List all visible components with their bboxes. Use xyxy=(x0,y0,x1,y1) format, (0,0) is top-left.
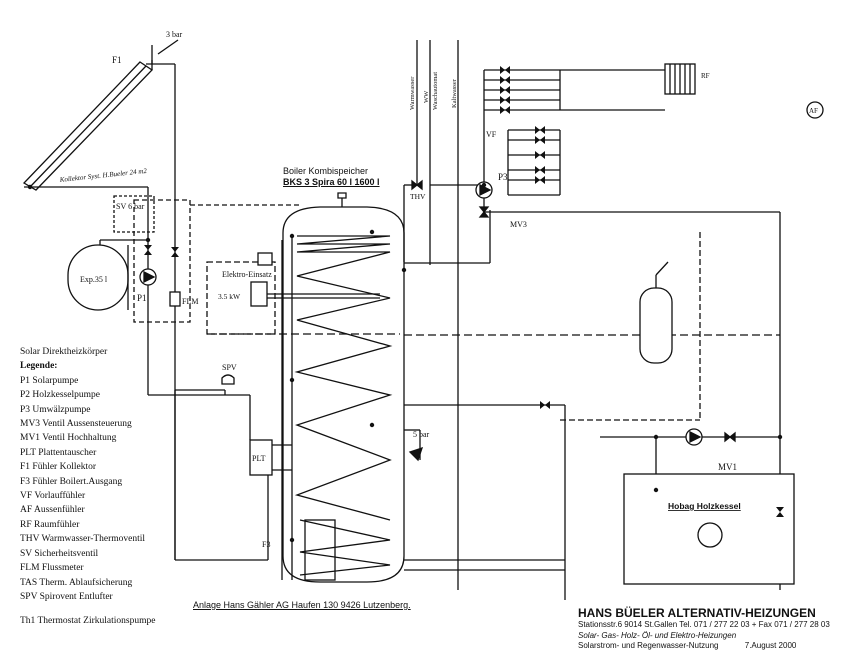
legend-item: P1 Solarpumpe xyxy=(20,375,79,386)
legend: Solar Direktheizkörper Legende: P1 Solar… xyxy=(20,345,220,629)
outdoor-sensor xyxy=(806,101,824,119)
title-block: HANS BÜELER ALTERNATIV-HEIZUNGEN Station… xyxy=(578,606,862,652)
label-pipe-wasch: Waschautomat xyxy=(432,72,439,110)
legend-item: RF Raumfühler xyxy=(20,519,80,530)
legend-item: P3 Umwälzpumpe xyxy=(20,404,91,415)
installation-address: Anlage Hans Gähler AG Haufen 130 9426 Lu… xyxy=(193,600,411,610)
legend-item: SPV Spirovent Entlufter xyxy=(20,591,113,602)
label-p1: P1 xyxy=(137,293,147,303)
p2-pump xyxy=(685,428,703,446)
legend-item: THV Warmwasser-Thermoventil xyxy=(20,534,146,545)
label-f3: F3 xyxy=(262,540,270,549)
solar-collector xyxy=(22,61,154,191)
company-services: Solar- Gas- Holz- Öl- und Elektro-Heizun… xyxy=(578,630,737,640)
legend-item: TAS Therm. Ablaufsicherung xyxy=(20,577,133,588)
label-expansion: Exp.35 l xyxy=(80,275,108,284)
label-pipe-warm: Warmwasser xyxy=(409,76,416,110)
boiler-model: BKS 3 Spira 60 l 1600 l xyxy=(283,177,380,187)
legend-item: FLM Flussmeter xyxy=(20,563,84,574)
legend-heading: Legende: xyxy=(20,361,58,372)
company-name: HANS BÜELER ALTERNATIV-HEIZUNGEN xyxy=(578,606,816,620)
drawing-date: 7.August 2000 xyxy=(744,641,797,650)
label-f1: F1 xyxy=(112,55,122,65)
label-collector: Kollektor Syst. H.Bueler 24 m2 xyxy=(58,167,147,184)
legend-item: MV3 Ventil Aussensteuerung xyxy=(20,419,132,430)
label-elektro: Elektro-Einsatz xyxy=(222,270,272,279)
label-pipe-ww: WW xyxy=(423,90,430,103)
legend-item: VF Vorlauffühler xyxy=(20,491,86,502)
legend-item: F3 Fühler Boilert.Ausgang xyxy=(20,476,123,487)
legend-footer: Th1 Thermostat Zirkulationspumpe xyxy=(20,616,156,627)
p1-pump xyxy=(139,268,157,286)
boiler-title-block: Boiler Kombispeicher BKS 3 Spira 60 l 16… xyxy=(283,166,380,188)
legend-item: PLT Plattentauscher xyxy=(20,447,97,458)
company-address: Stationsstr.6 9014 St.Gallen Tel. 071 / … xyxy=(578,620,830,629)
mv1-valve xyxy=(724,432,736,442)
storage-tank xyxy=(639,287,673,364)
label-plt: PLT xyxy=(252,454,266,463)
label-elektro-kw: 3.5 kW xyxy=(218,292,241,301)
plate-heat-exchanger xyxy=(249,439,273,476)
spirovent xyxy=(221,374,235,385)
label-spv: SPV xyxy=(222,363,237,372)
legend-item: AF Aussenfühler xyxy=(20,505,85,516)
legend-item: F1 Fühler Kollektor xyxy=(20,462,96,473)
label-pipe-kalt: Kaltwasser xyxy=(451,78,458,108)
label-mv1: MV1 xyxy=(718,462,737,472)
label-relief-boiler: 5 bar xyxy=(413,430,430,439)
label-af: AF xyxy=(809,107,818,115)
boiler-title: Boiler Kombispeicher xyxy=(283,166,369,176)
label-flm: FLM xyxy=(182,297,198,306)
p3-pump xyxy=(475,181,493,199)
heat-exchanger-coil xyxy=(294,235,393,521)
legend-title: Solar Direktheizkörper xyxy=(20,347,108,357)
label-vf: VF xyxy=(486,130,497,139)
wood-boiler xyxy=(623,473,795,585)
legend-item: MV1 Ventil Hochhaltung xyxy=(20,433,117,444)
company-services-2: Solarstrom- und Regenwasser-Nutzung 7.Au… xyxy=(578,641,862,652)
label-relief-collector: 3 bar xyxy=(166,30,183,39)
label-holzkessel: Hobag Holzkessel xyxy=(668,501,741,511)
label-sv: SV 6 bar xyxy=(116,202,145,211)
label-p3: P3 xyxy=(498,172,508,182)
label-rf: RF xyxy=(701,72,710,80)
expansion-vessel xyxy=(67,244,129,311)
services-line: Solarstrom- und Regenwasser-Nutzung xyxy=(578,641,719,650)
legend-item: SV Sicherheitsventil xyxy=(20,548,99,559)
label-thv: THV xyxy=(410,192,426,201)
flow-meter xyxy=(169,291,181,307)
radiator-coil xyxy=(664,63,696,95)
label-mv3: MV3 xyxy=(510,220,527,229)
legend-item: P2 Holzkesselpumpe xyxy=(20,390,100,401)
